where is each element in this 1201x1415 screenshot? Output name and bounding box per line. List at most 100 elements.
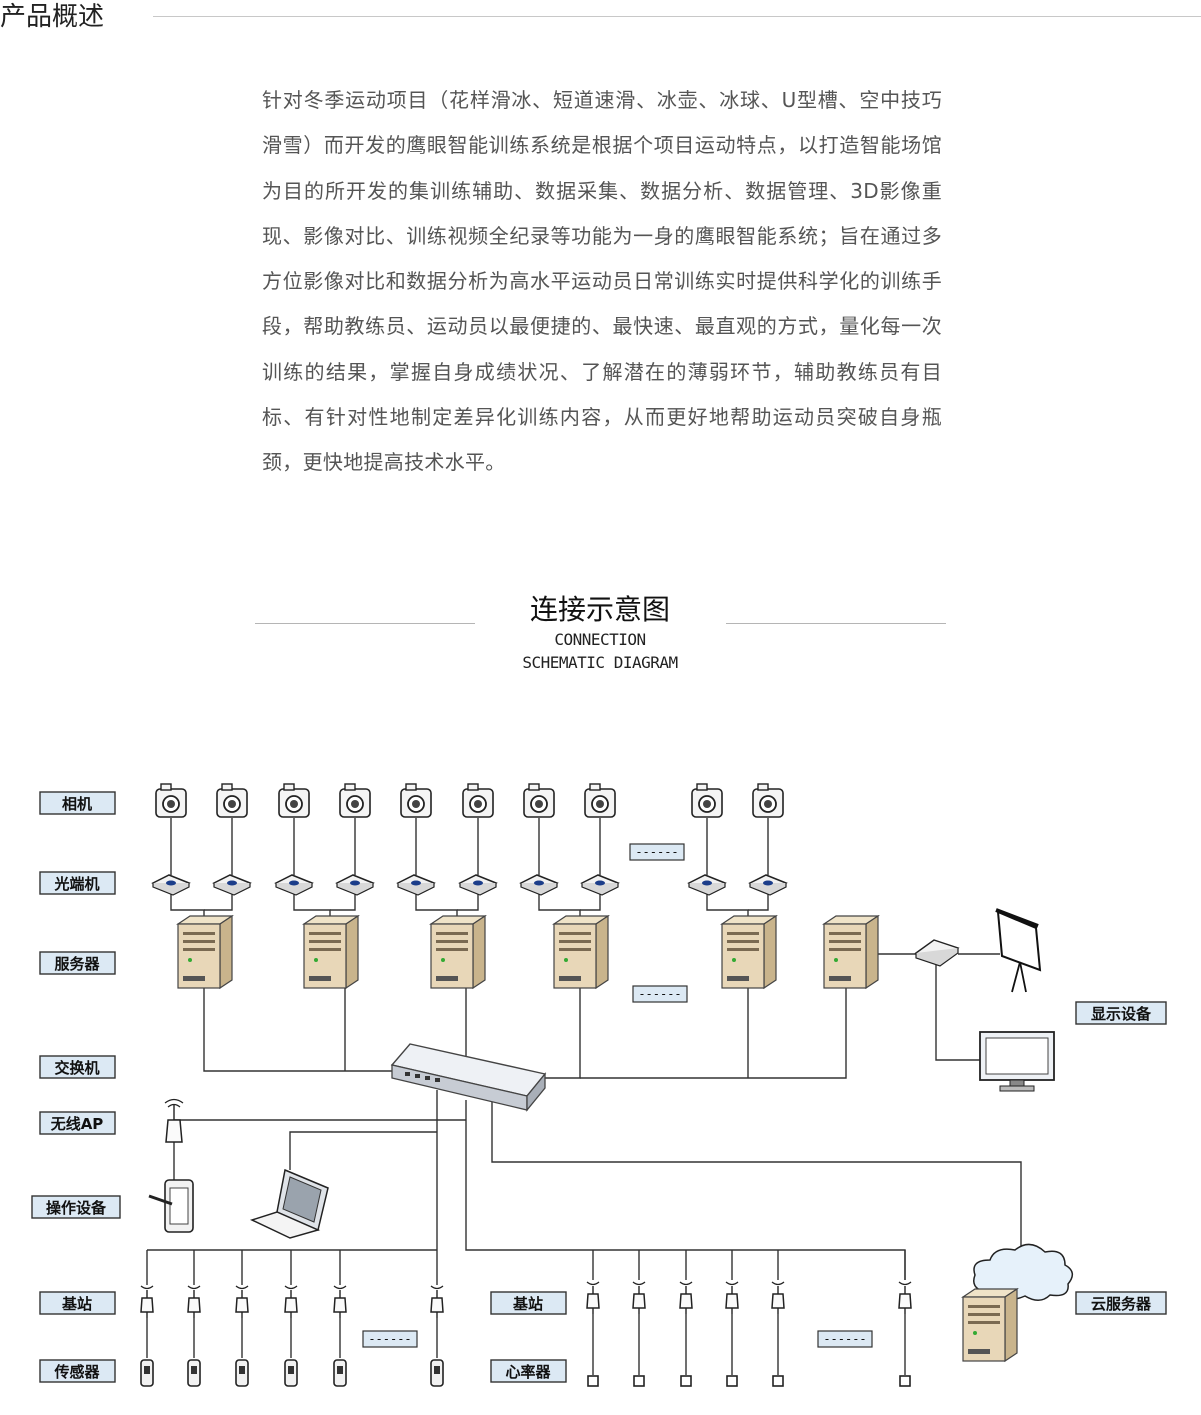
base-station-icon bbox=[235, 1285, 249, 1319]
camera-icon bbox=[523, 783, 555, 818]
wireless-ap-icon bbox=[164, 1098, 184, 1143]
base-station-icon bbox=[679, 1281, 693, 1315]
base-station-icon bbox=[430, 1285, 444, 1319]
transceiver-icon bbox=[397, 874, 435, 896]
server-icon bbox=[823, 915, 879, 989]
title-divider bbox=[153, 16, 1201, 17]
label-operating-device-text: 操作设备 bbox=[46, 1199, 107, 1217]
camera-wires bbox=[170, 818, 769, 875]
transceiver-icon bbox=[213, 874, 251, 896]
section-title: 产品概述 bbox=[0, 2, 105, 32]
label-base-station-right: 基站 bbox=[490, 1291, 567, 1315]
ellipsis-heart-rate: ------ bbox=[817, 1330, 873, 1348]
label-cloud-server-text: 云服务器 bbox=[1091, 1295, 1152, 1313]
base-station-icon bbox=[771, 1281, 785, 1315]
projector-screen-icon bbox=[995, 908, 1042, 993]
base-station-icon bbox=[725, 1281, 739, 1315]
transceiver-icon bbox=[520, 874, 558, 896]
heart-rate-monitors bbox=[587, 1314, 911, 1387]
heading-divider-left bbox=[255, 623, 475, 624]
label-switch: 交换机 bbox=[39, 1055, 116, 1079]
svg-text:------: ------ bbox=[635, 845, 678, 859]
label-display-device-text: 显示设备 bbox=[1091, 1005, 1152, 1023]
server-icon bbox=[303, 915, 359, 989]
label-base-station-left-text: 基站 bbox=[61, 1295, 92, 1313]
label-base-station-left: 基站 bbox=[39, 1291, 116, 1315]
tablet-icon bbox=[148, 1179, 194, 1233]
server-icon bbox=[721, 915, 777, 989]
diagram-heading: 连接示意图 CONNECTION SCHEMATIC DIAGRAM bbox=[470, 592, 730, 674]
transceiver-icon bbox=[152, 874, 190, 896]
camera-icon bbox=[155, 783, 187, 818]
label-camera-text: 相机 bbox=[62, 795, 92, 813]
base-station-icon bbox=[898, 1281, 912, 1315]
server-icon bbox=[430, 915, 486, 989]
svg-text:------: ------ bbox=[823, 1332, 866, 1346]
left-base-wires bbox=[146, 1250, 438, 1285]
switch-down-wires bbox=[147, 1090, 1022, 1280]
label-operating-device: 操作设备 bbox=[31, 1195, 121, 1219]
right-base-wires bbox=[592, 1250, 906, 1280]
ellipsis-servers: ------ bbox=[632, 985, 688, 1003]
label-switch-text: 交换机 bbox=[54, 1059, 99, 1077]
display-hub-icon bbox=[914, 939, 960, 967]
diagram-heading-en-1: CONNECTION bbox=[554, 630, 646, 649]
product-overview-paragraph: 针对冬季运动项目（花样滑冰、短道速滑、冰壶、冰球、U型槽、空中技巧滑雪）而开发的… bbox=[262, 88, 942, 475]
sensor-icon bbox=[235, 1359, 249, 1387]
server-switch-wires bbox=[203, 986, 847, 1079]
base-station-icon bbox=[284, 1285, 298, 1319]
cameras bbox=[155, 783, 784, 818]
switch-icon bbox=[390, 1043, 547, 1112]
heart-rate-icon bbox=[899, 1375, 911, 1387]
transceiver-icon bbox=[581, 874, 619, 896]
transceivers bbox=[152, 874, 787, 896]
label-heart-rate-monitor: 心率器 bbox=[490, 1359, 567, 1383]
label-camera: 相机 bbox=[39, 791, 116, 815]
heart-rate-icon bbox=[726, 1375, 738, 1387]
laptop-icon bbox=[249, 1168, 329, 1239]
label-sensor-text: 传感器 bbox=[53, 1363, 100, 1381]
cloud-server-icon bbox=[973, 1243, 1074, 1301]
label-fiber-transceiver-text: 光端机 bbox=[53, 875, 99, 893]
camera-icon bbox=[216, 783, 248, 818]
camera-icon bbox=[584, 783, 616, 818]
label-cloud-server: 云服务器 bbox=[1075, 1291, 1167, 1315]
sensor-icon bbox=[187, 1359, 201, 1387]
sensors bbox=[140, 1318, 444, 1387]
label-sensor: 传感器 bbox=[39, 1359, 116, 1383]
servers bbox=[177, 915, 879, 989]
sensor-icon bbox=[284, 1359, 298, 1387]
transceiver-icon bbox=[688, 874, 726, 896]
svg-text:------: ------ bbox=[368, 1332, 411, 1346]
camera-icon bbox=[278, 783, 310, 818]
sensor-icon bbox=[430, 1359, 444, 1387]
sensor-icon bbox=[333, 1359, 347, 1387]
label-wireless-ap: 无线AP bbox=[39, 1111, 116, 1135]
heart-rate-icon bbox=[633, 1375, 645, 1387]
label-server: 服务器 bbox=[39, 951, 116, 975]
label-base-station-right-text: 基站 bbox=[512, 1295, 543, 1313]
heart-rate-icon bbox=[680, 1375, 692, 1387]
heart-rate-icon bbox=[772, 1375, 784, 1387]
base-stations-left bbox=[140, 1285, 444, 1319]
cloud-server-box-icon bbox=[962, 1288, 1018, 1362]
base-station-icon bbox=[140, 1285, 154, 1319]
base-station-icon bbox=[632, 1281, 646, 1315]
transceiver-wires bbox=[170, 890, 769, 920]
camera-icon bbox=[462, 783, 494, 818]
base-stations-right bbox=[586, 1281, 912, 1315]
camera-icon bbox=[691, 783, 723, 818]
camera-icon bbox=[400, 783, 432, 818]
label-fiber-transceiver: 光端机 bbox=[39, 871, 116, 895]
camera-icon bbox=[752, 783, 784, 818]
server-icon bbox=[553, 915, 609, 989]
camera-icon bbox=[339, 783, 371, 818]
transceiver-icon bbox=[275, 874, 313, 896]
ellipsis-sensors: ------ bbox=[362, 1330, 418, 1348]
transceiver-icon bbox=[459, 874, 497, 896]
transceiver-icon bbox=[336, 874, 374, 896]
base-station-icon bbox=[586, 1281, 600, 1315]
display-wires bbox=[878, 953, 1000, 1061]
server-icon bbox=[177, 915, 233, 989]
svg-text:------: ------ bbox=[638, 987, 681, 1001]
